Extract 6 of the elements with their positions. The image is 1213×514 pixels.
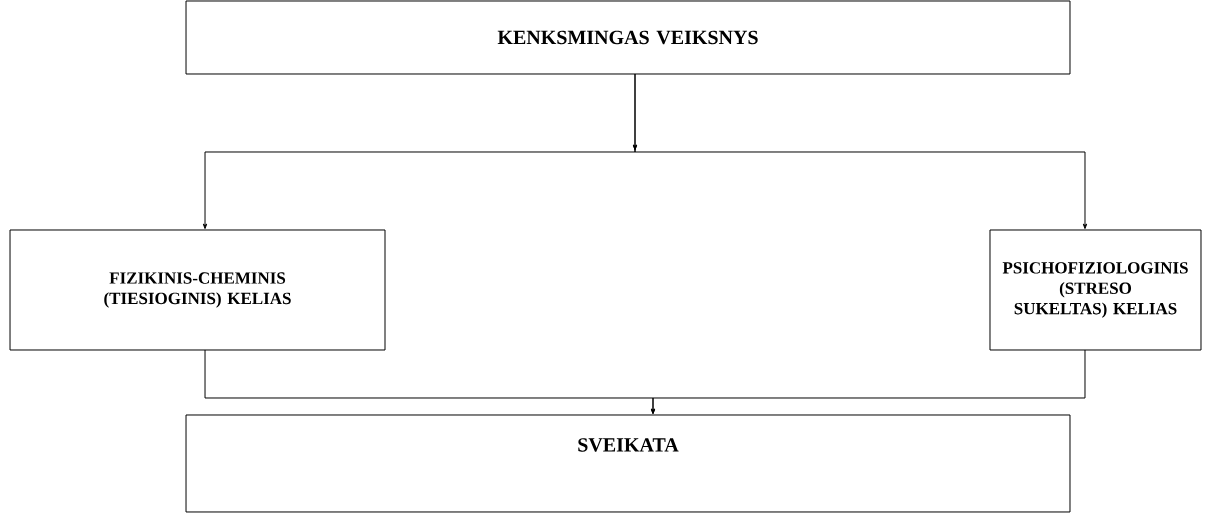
- arrow: [632, 73, 1088, 230]
- process-box: SVEIKATA: [185, 414, 1071, 513]
- arrow: [650, 349, 1086, 415]
- process-box: KENKSMINGAS VEIKSNYS: [185, 0, 1071, 75]
- process-box: PSICHOFIZIOLOGINIS (STRESO SUKELTAS) KELIAS: [989, 229, 1202, 351]
- process-box: FIZIKINIS-CHEMINIS (TIESIOGINIS) KELIAS: [9, 229, 386, 351]
